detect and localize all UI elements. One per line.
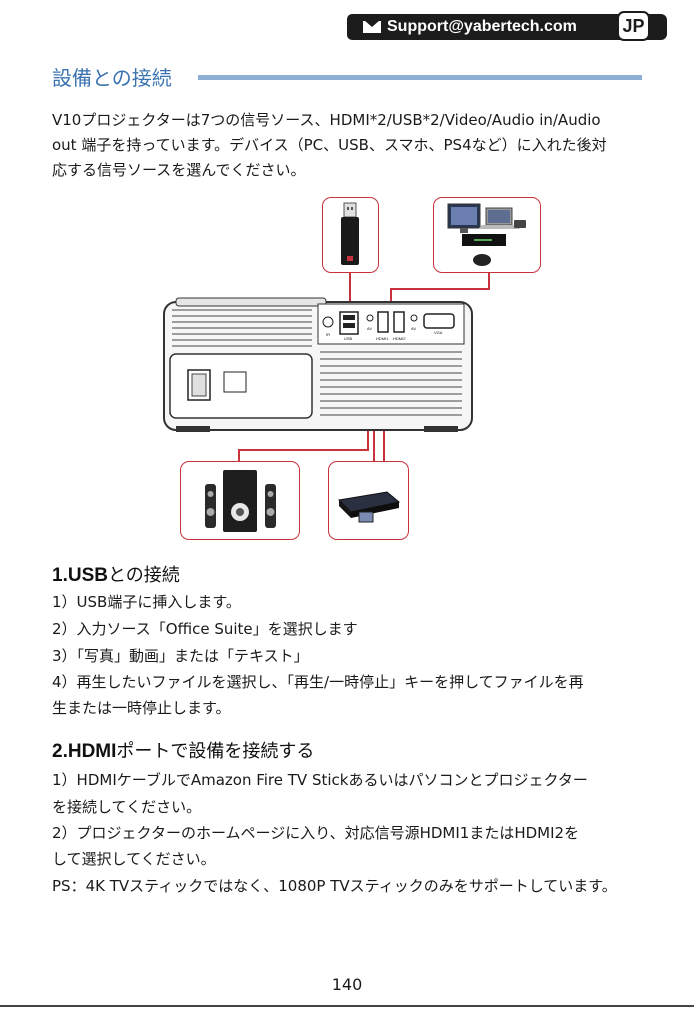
wire-audio-v2 (238, 449, 240, 461)
usb-heading: 1.USBとの接続 (52, 561, 180, 587)
port-label: AV (411, 326, 417, 331)
usb-step: 3）「写真」動画」または「テキスト」 (52, 647, 309, 665)
usb-step: 1）USB端子に挿入します。 (52, 593, 241, 611)
usb-stick-box (322, 197, 379, 273)
usb-heading-bold: 1.USB (52, 565, 108, 586)
projector-body (162, 296, 474, 442)
port-label: USB (344, 336, 353, 341)
port-label: VGA (434, 330, 443, 335)
bottom-rule (0, 1005, 694, 1007)
intro-paragraph: V10プロジェクターは7つの信号ソース、HDMI*2/USB*2/Video/A… (52, 108, 652, 183)
hdmi-heading: 2.HDMIポートで設備を接続する (52, 737, 314, 763)
wire-audio-h (238, 449, 369, 451)
speakers-box (180, 461, 300, 540)
port-label: IR (326, 332, 330, 337)
port-label: HDMI1 (376, 336, 389, 341)
mail-icon (363, 20, 381, 33)
intro-line: 応する信号ソースを選んでください。 (52, 161, 306, 179)
media-player-icon (337, 491, 401, 523)
port-label: HDMI2 (393, 336, 406, 341)
wire-usb (349, 272, 351, 312)
speakers-icon (205, 470, 276, 532)
hdmi-note: PS：4K TVスティックではなく、1080P TVスティックのみをサポートして… (52, 877, 617, 895)
devices-icon (447, 203, 526, 266)
hdmi-step: 1）HDMIケーブルでAmazon Fire TV Stickあるいはパソコンと… (52, 771, 588, 789)
support-email[interactable]: Support@yabertech.com (387, 18, 577, 35)
hdmi-heading-rest: ポートで設備を接続する (116, 741, 315, 762)
page-number: 140 (331, 975, 363, 994)
usb-stick-icon (341, 202, 359, 265)
intro-line: out 端子を持っています。デバイス（PC、USB、スマホ、PS4など）に入れた… (52, 136, 607, 154)
usb-heading-rest: との接続 (107, 565, 180, 586)
projector-icon (163, 297, 473, 432)
wire-devices-v1 (488, 272, 490, 289)
port-label: AV (367, 326, 373, 331)
usb-step: 4）再生したいファイルを選択し、「再生/一時停止」キーを押してファイルを再 (52, 673, 584, 691)
wire-devices-h (390, 288, 490, 290)
hdmi-step: 2）プロジェクターのホームページに入り、対応信号源HDMI1またはHDMI2を (52, 824, 580, 842)
hdmi-heading-bold: 2.HDMI (52, 741, 117, 762)
lang-badge: JP (617, 11, 650, 41)
support-banner: Support@yabertech.com (347, 14, 609, 40)
title-rule (198, 75, 642, 80)
usb-step: 生または一時停止します。 (52, 699, 231, 717)
intro-line: V10プロジェクターは7つの信号ソース、HDMI*2/USB*2/Video/A… (52, 111, 601, 129)
devices-box (433, 197, 541, 273)
hdmi-step: を接続してください。 (52, 798, 202, 816)
media-player-box (328, 461, 409, 540)
usb-step: 2）入力ソース「Office Suite」を選択します (52, 620, 358, 638)
section-title: 設備との接続 (52, 66, 172, 90)
hdmi-step: して選択してください。 (52, 850, 216, 868)
